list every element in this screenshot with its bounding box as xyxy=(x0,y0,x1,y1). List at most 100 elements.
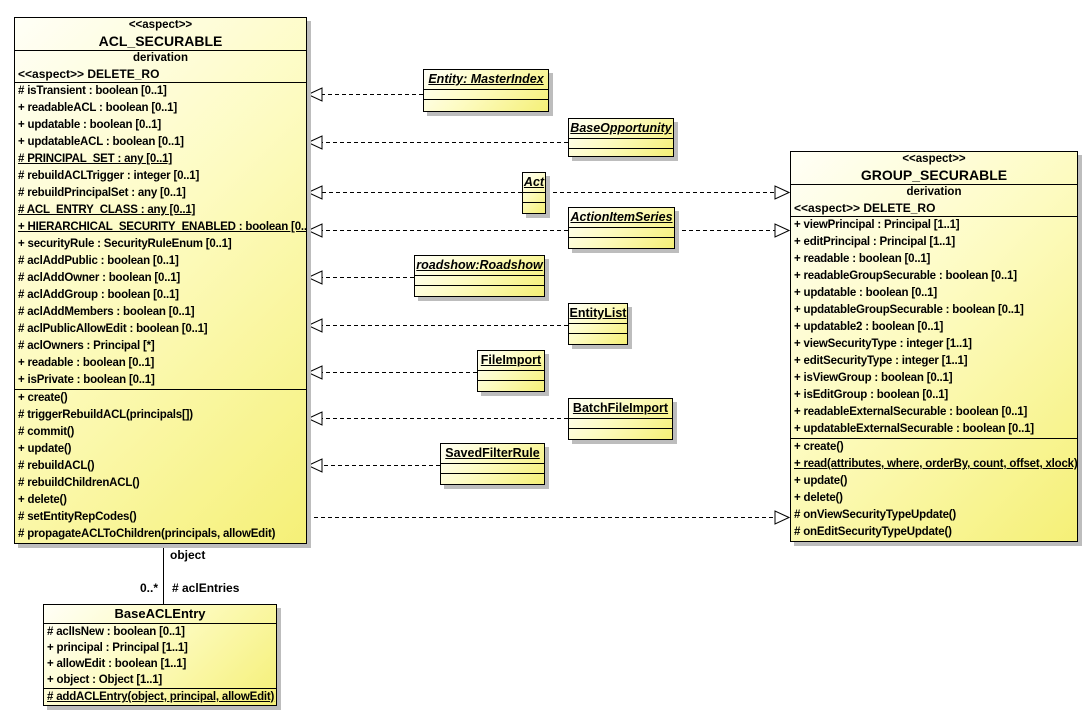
class-entity-masterindex[interactable]: Entity: MasterIndex xyxy=(423,69,549,112)
attribute-row: + updatableGroupSecurable : boolean [0..… xyxy=(794,304,1024,316)
attribute-row: # ACL_ENTRY_CLASS : any [0..1] xyxy=(18,204,196,216)
realization-arrowhead xyxy=(306,135,323,150)
class-entitylist[interactable]: EntityList xyxy=(568,303,628,345)
attribute-row: + viewSecurityType : integer [1..1] xyxy=(794,338,972,350)
attribute-row: + readable : boolean [0..1] xyxy=(18,357,155,369)
attribute-row: # aclIsNew : boolean [0..1] xyxy=(47,626,185,638)
class-name: BaseOpportunity xyxy=(569,119,673,139)
attributes-compartment xyxy=(478,371,544,381)
class-name: GROUP_SECURABLE xyxy=(860,167,1008,183)
attributes-compartment xyxy=(424,90,548,100)
class-actionitemseries[interactable]: ActionItemSeries xyxy=(568,207,675,249)
operation-row: # onEditSecurityTypeUpdate() xyxy=(794,526,952,538)
operations-compartment: + create() # triggerRebuildACL(principals… xyxy=(15,390,306,543)
realization-arrowhead xyxy=(306,365,323,380)
class-name: BaseACLEntry xyxy=(44,605,276,624)
attribute-row: + viewPrincipal : Principal [1..1] xyxy=(794,219,960,231)
attribute-row: # rebuildACLTrigger : integer [0..1] xyxy=(18,170,200,182)
realization-arrowhead xyxy=(306,270,323,285)
delete-ro-stereotype: <<aspect>> DELETE_RO xyxy=(791,200,1077,217)
class-baseopportunity[interactable]: BaseOpportunity xyxy=(568,118,674,157)
class-savedfilterrule[interactable]: SavedFilterRule xyxy=(440,443,545,485)
attribute-row: # aclAddPublic : boolean [0..1] xyxy=(18,255,179,267)
operation-row: + delete() xyxy=(18,494,67,506)
association-role-object: object xyxy=(170,548,206,562)
realization-arrowhead xyxy=(306,318,323,333)
attributes-compartment xyxy=(523,193,545,203)
operation-row: # propagateACLToChildren(principals, all… xyxy=(18,528,276,540)
attributes-compartment xyxy=(569,228,674,238)
class-base-acl-entry[interactable]: BaseACLEntry # aclIsNew : boolean [0..1]… xyxy=(43,604,277,706)
attribute-row: + securityRule : SecurityRuleEnum [0..1] xyxy=(18,238,232,250)
attribute-row: + updatableACL : boolean [0..1] xyxy=(18,136,184,148)
attribute-row: + updatable : boolean [0..1] xyxy=(794,287,937,299)
association-multiplicity: 0..* xyxy=(140,581,159,595)
realization-arrowhead xyxy=(774,510,791,525)
class-name: BatchFileImport xyxy=(569,399,672,419)
attribute-row: # PRINCIPAL_SET : any [0..1] xyxy=(18,153,172,165)
attribute-row: + updatableExternalSecurable : boolean [… xyxy=(794,423,1034,435)
operations-compartment: + create() + read(attributes, where, orde… xyxy=(791,439,1077,541)
realization-arrowhead xyxy=(306,411,323,426)
class-name: roadshow:Roadshow xyxy=(415,256,544,276)
attribute-row: + HIERARCHICAL_SECURITY_ENABLED : boolea… xyxy=(18,221,306,233)
attribute-row: # rebuildPrincipalSet : any [0..1] xyxy=(18,187,186,199)
attributes-compartment xyxy=(569,419,672,429)
realization-arrowhead xyxy=(306,458,323,473)
attribute-row: # aclAddGroup : boolean [0..1] xyxy=(18,289,179,301)
attribute-row: + updatable2 : boolean [0..1] xyxy=(794,321,944,333)
attributes-compartment xyxy=(569,324,627,334)
attribute-row: # aclPublicAllowEdit : boolean [0..1] xyxy=(18,323,208,335)
delete-ro-stereotype: <<aspect>> DELETE_RO xyxy=(15,66,306,83)
attribute-row: + object : Object [1..1] xyxy=(47,674,163,686)
class-fileimport[interactable]: FileImport xyxy=(477,350,545,392)
operations-compartment: # addACLEntry(object, principal, allowEd… xyxy=(44,689,276,705)
operation-row: + read(attributes, where, orderBy, count… xyxy=(794,458,1077,470)
derivation-label: derivation xyxy=(133,52,188,64)
realization-arrowhead xyxy=(306,223,323,238)
attribute-row: + isPrivate : boolean [0..1] xyxy=(18,374,155,386)
attributes-compartment xyxy=(569,139,673,149)
operation-row: + create() xyxy=(18,392,68,404)
attribute-row: + readableGroupSecurable : boolean [0..1… xyxy=(794,270,1017,282)
operation-row: # setEntityRepCodes() xyxy=(18,511,137,523)
class-name: ACL_SECURABLE xyxy=(98,33,223,49)
attribute-row: # aclAddMembers : boolean [0..1] xyxy=(18,306,195,318)
operation-row: # onViewSecurityTypeUpdate() xyxy=(794,509,957,521)
attribute-row: + readable : boolean [0..1] xyxy=(794,253,931,265)
class-group-securable[interactable]: <<aspect>> GROUP_SECURABLE derivation <<… xyxy=(790,151,1078,542)
attributes-compartment xyxy=(415,276,544,286)
class-header: <<aspect>> ACL_SECURABLE xyxy=(15,18,306,51)
class-roadshow[interactable]: roadshow:Roadshow xyxy=(414,255,545,297)
attribute-row: + principal : Principal [1..1] xyxy=(47,642,188,654)
attribute-row: + readableExternalSecurable : boolean [0… xyxy=(794,406,1028,418)
operation-row: # triggerRebuildACL(principals[]) xyxy=(18,409,193,421)
attributes-compartment: # aclIsNew : boolean [0..1] + principal :… xyxy=(44,624,276,689)
realization-arrowhead xyxy=(306,185,323,200)
stereotype-label: <<aspect>> xyxy=(128,19,193,31)
attribute-row: + isViewGroup : boolean [0..1] xyxy=(794,372,953,384)
class-batchfileimport[interactable]: BatchFileImport xyxy=(568,398,673,440)
operation-row: + update() xyxy=(794,475,848,487)
attribute-row: + editPrincipal : Principal [1..1] xyxy=(794,236,955,248)
realization-arrowhead xyxy=(774,223,791,238)
operation-row: # rebuildACL() xyxy=(18,460,95,472)
class-name: ActionItemSeries xyxy=(569,208,674,228)
operation-row: + create() xyxy=(794,441,844,453)
class-name: Entity: MasterIndex xyxy=(424,70,548,90)
class-name: SavedFilterRule xyxy=(441,444,544,464)
class-header: <<aspect>> GROUP_SECURABLE xyxy=(791,152,1077,185)
attribute-row: + updatable : boolean [0..1] xyxy=(18,119,161,131)
derivation-label: derivation xyxy=(906,186,962,198)
class-act[interactable]: Act xyxy=(522,172,546,214)
operation-row: + delete() xyxy=(794,492,843,504)
class-name: Act xyxy=(523,173,545,193)
class-acl-securable[interactable]: <<aspect>> ACL_SECURABLE derivation <<as… xyxy=(14,17,307,544)
association-role-aclentries: # aclEntries xyxy=(172,581,240,595)
operation-row: # addACLEntry(object, principal, allowEd… xyxy=(47,691,275,703)
attribute-row: # isTransient : boolean [0..1] xyxy=(18,85,167,97)
operation-row: # rebuildChildrenACL() xyxy=(18,477,140,489)
attribute-row: + readableACL : boolean [0..1] xyxy=(18,102,177,114)
